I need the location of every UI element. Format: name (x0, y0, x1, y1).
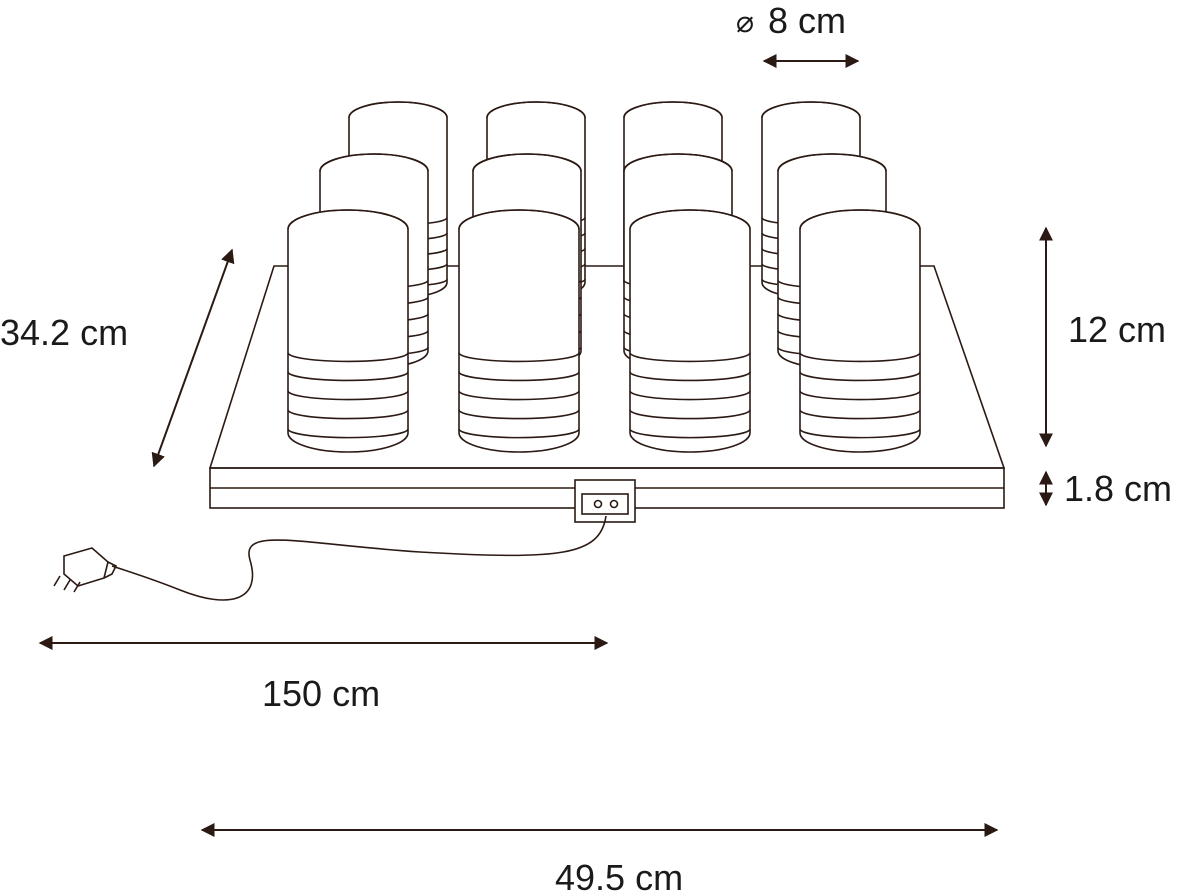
lamp-grid (287, 101, 921, 453)
depth-arrow (151, 248, 235, 468)
cable-length-label: 150 cm (262, 673, 380, 714)
depth-label: 34.2 cm (0, 312, 128, 353)
lamp-height-label: 12 cm (1068, 309, 1166, 350)
diameter-icon: ⌀ (736, 6, 754, 39)
width-label: 49.5 cm (555, 857, 683, 893)
lamp-row (287, 209, 921, 453)
cylinder-lamp (629, 209, 751, 453)
diameter-label: 8 cm (768, 0, 846, 41)
plug-adapter-icon (53, 547, 118, 593)
base-height-label: 1.8 cm (1064, 468, 1172, 509)
power-connector (574, 479, 636, 523)
connector-pin-icon (609, 499, 619, 509)
connector-pin-icon (593, 499, 603, 509)
cylinder-lamp (287, 209, 409, 453)
power-cable (111, 515, 607, 601)
cylinder-lamp (458, 209, 580, 453)
cylinder-lamp (799, 209, 921, 453)
